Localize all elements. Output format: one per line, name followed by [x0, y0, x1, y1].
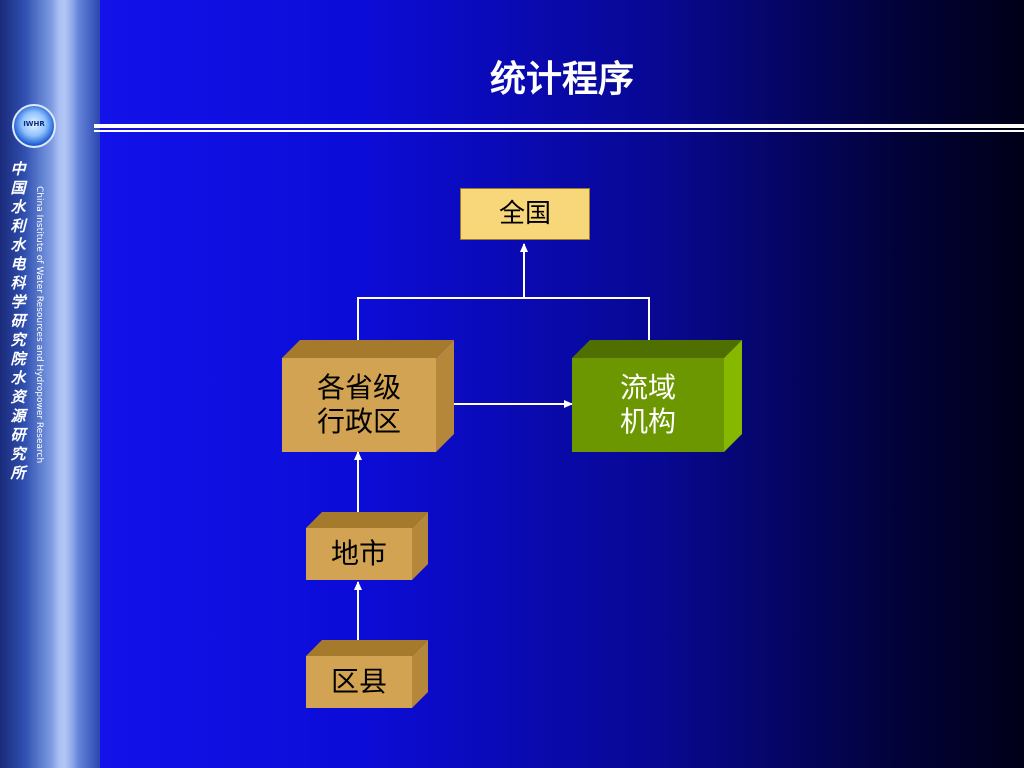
edge-province-basin-to-national [357, 297, 650, 358]
institute-logo-icon: IWHR [12, 104, 56, 148]
node-province: 各省级 行政区 [282, 340, 454, 452]
node-national-label: 全国 [498, 199, 551, 229]
logo-text: IWHR [23, 120, 45, 128]
node-basin-label-line1: 流域 [619, 371, 676, 404]
sidebar-highlight-band [52, 0, 78, 768]
node-city-label: 地市 [330, 537, 387, 570]
org-name-chinese: 中国水利水电科学研究院水资源研究所 [10, 160, 26, 482]
node-basin-agency: 流域 机构 [572, 340, 742, 452]
node-basin-label-line2: 机构 [619, 405, 676, 438]
node-county: 区县 [306, 640, 428, 708]
left-sidebar: IWHR 中国水利水电科学研究院水资源研究所 China Institute o… [0, 0, 100, 768]
title-divider-thin [94, 130, 1024, 132]
node-county-label: 区县 [330, 665, 387, 698]
slide-title: 统计程序 [489, 59, 634, 100]
node-province-label-line2: 行政区 [316, 405, 401, 438]
org-name-english: China Institute of Water Resources and H… [34, 186, 44, 464]
node-province-label-line1: 各省级 [316, 371, 401, 404]
node-city: 地市 [306, 512, 428, 580]
title-divider-thick [94, 124, 1024, 128]
node-national: 全国 [460, 188, 590, 240]
